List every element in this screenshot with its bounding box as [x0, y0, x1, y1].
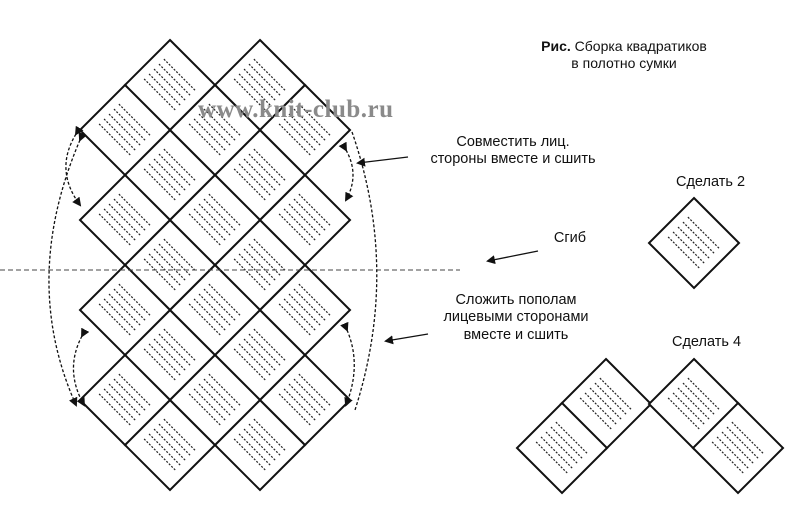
left-long-arc-arrow [48, 131, 87, 407]
join-pointer-arrow [356, 156, 409, 167]
figure-caption: Рис. Сборка квадратиков в полотно сумки [518, 38, 730, 72]
make4-squares [515, 357, 785, 495]
caption-line2: в полотно сумки [571, 54, 677, 71]
watermark: www.knit-club.ru [198, 96, 394, 123]
join-label-line1: Совместить лиц. [456, 134, 570, 150]
panel-square [168, 173, 262, 267]
single-square [647, 196, 741, 290]
right-upper-arc-arrow [338, 141, 354, 202]
panel-square [78, 353, 172, 447]
right-lower-arc-arrow [340, 321, 355, 407]
fold-label: Сгиб [553, 230, 587, 246]
zigzag-square [515, 401, 609, 495]
join-label-line2: стороны вместе и сшить [430, 151, 596, 168]
zigzag-square [691, 401, 785, 495]
panel-square [258, 263, 352, 357]
halve-label-line2: лицевыми сторонами [443, 309, 589, 326]
right-long-arc-arrow [351, 131, 378, 411]
make2-square [647, 196, 741, 290]
panel-square [258, 353, 352, 447]
halve-pointer-arrow [384, 333, 429, 345]
panel-square [168, 353, 262, 447]
left-lower-arc-arrow [72, 327, 90, 407]
halve-label: Сложить пополам лицевыми сторонами вмест… [420, 292, 612, 344]
panel-square [78, 83, 172, 177]
caption-bold: Рис. [541, 38, 571, 54]
caption-line1: Сборка квадратиков [574, 38, 707, 54]
halve-label-line3: вместе и сшить [463, 326, 569, 343]
halve-label-line1: Сложить пополам [455, 292, 577, 308]
panel-square [78, 173, 172, 267]
make4-label: Сделать 4 [672, 334, 742, 350]
make2-label: Сделать 2 [676, 174, 746, 190]
panel-square [258, 83, 352, 177]
join-label: Совместить лиц. стороны вместе и сшить [408, 134, 618, 169]
main-panel-squares [78, 38, 352, 492]
fold-pointer-arrow [486, 250, 539, 265]
